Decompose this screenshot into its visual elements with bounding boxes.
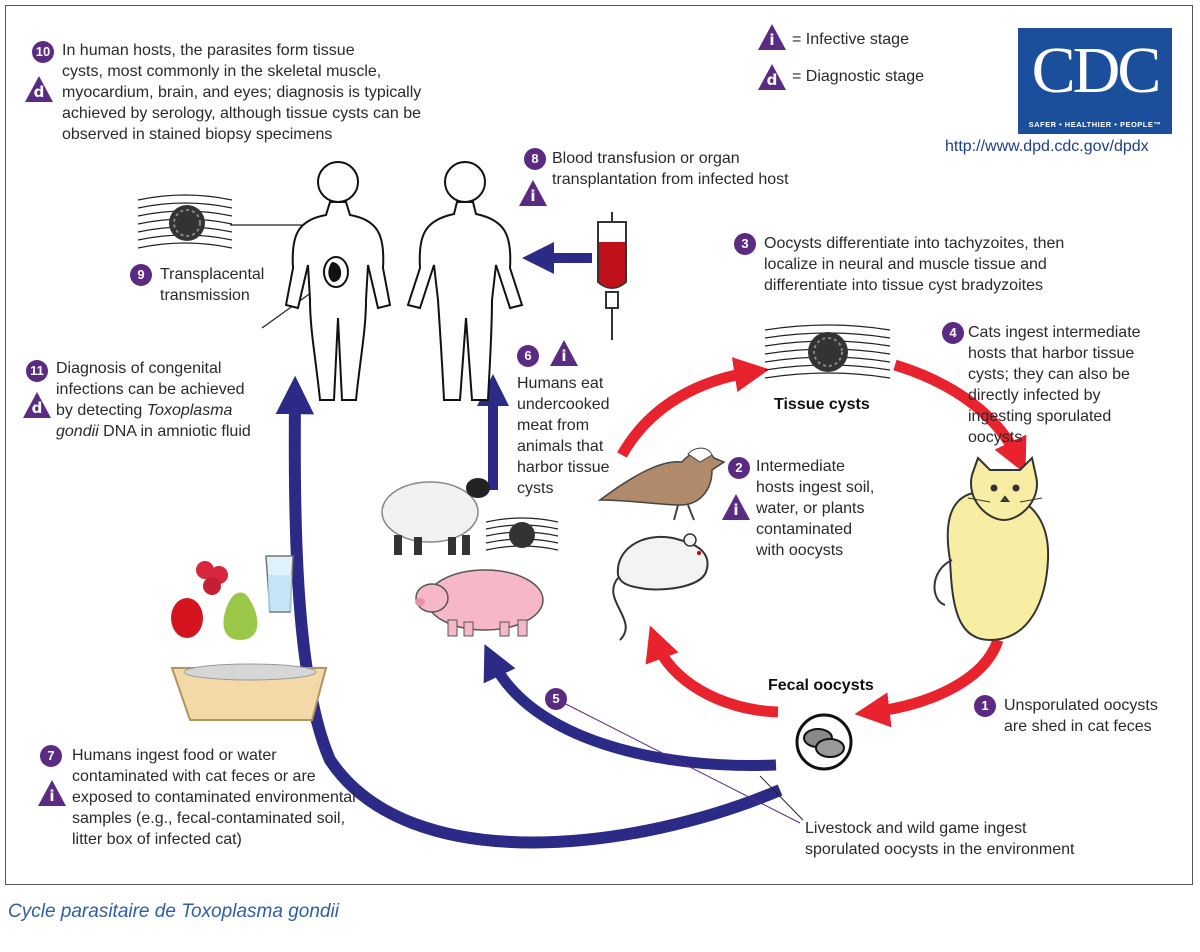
step-8-badge: 8 [524,148,546,170]
step-1-badge: 1 [974,695,996,717]
fecal-oocysts-label: Fecal oocysts [768,677,874,694]
step-7-infective-icon: i [38,780,66,806]
mouse-icon [612,533,709,641]
fetus-icon [323,256,349,288]
human-male-figure [406,161,524,401]
step-3-badge: 3 [734,233,756,255]
arrow-intermediate-to-tissue-cysts [617,357,770,458]
step-6-badge: 6 [517,345,539,367]
blood-bag-icon [597,212,627,340]
tissue-cyst-meat-icon [485,517,559,551]
arrow-oocysts-to-humans [275,375,783,849]
step-5-badge: 5 [545,688,567,710]
pig-icon [415,569,544,637]
tissue-cyst-icon [764,324,891,379]
bird-icon [597,447,726,521]
step-10-badge: 10 [32,41,54,63]
apple-icon [171,598,203,638]
step-2-badge: 2 [728,457,750,479]
water-glass-icon [265,555,294,613]
step-4-badge: 4 [942,322,964,344]
tissue-cyst-human-icon [137,194,233,249]
step-6-infective-icon: i [550,340,578,366]
arrow-tissue-cysts-to-cat [893,359,1027,474]
cdc-logo-mark: CDC [1031,34,1162,107]
arrow-cat-to-fecal-oocysts [854,638,1004,728]
raspberries-icon [196,561,228,595]
step-7-badge: 7 [40,745,62,767]
legend-infective-text: = Infective stage [792,31,909,48]
step-10-text: In human hosts, the parasites form tissu… [62,42,422,143]
tissue-cysts-label: Tissue cysts [774,396,870,413]
pear-icon [223,592,258,640]
cdc-logo-tagline: SAFER • HEALTHIER • PEOPLE™ [1028,120,1162,129]
step-3-text: Oocysts differentiate into tachyzoites, … [764,235,1065,294]
step-2-infective-icon: i [722,494,750,520]
step-11-badge: 11 [26,360,48,382]
infective-stage-icon: i [758,24,786,50]
litter-box-icon [170,663,328,721]
diagnostic-stage-icon: d [758,64,786,90]
step-9-badge: 9 [130,264,152,286]
step-10-diagnostic-icon: d [25,76,53,102]
fecal-oocyst-icon [795,713,853,771]
step-11-text: Diagnosis of congenital infections can b… [56,360,251,440]
arrow-oocysts-to-livestock [483,644,777,771]
step-8-infective-icon: i [519,180,547,206]
cdc-url[interactable]: http://www.dpd.cdc.gov/dpdx [945,138,1149,155]
figure-caption: Cycle parasitaire de Toxoplasma gondii [8,901,339,922]
sheep-icon [381,478,490,555]
cat-icon [933,456,1050,642]
legend-diagnostic-text: = Diagnostic stage [792,68,925,85]
cdc-logo: CDC SAFER • HEALTHIER • PEOPLE™ [1018,28,1172,134]
arrow-fecal-oocysts-to-intermediate [645,625,779,718]
human-female-figure [284,161,392,401]
step-11-diagnostic-icon: d [23,392,51,418]
